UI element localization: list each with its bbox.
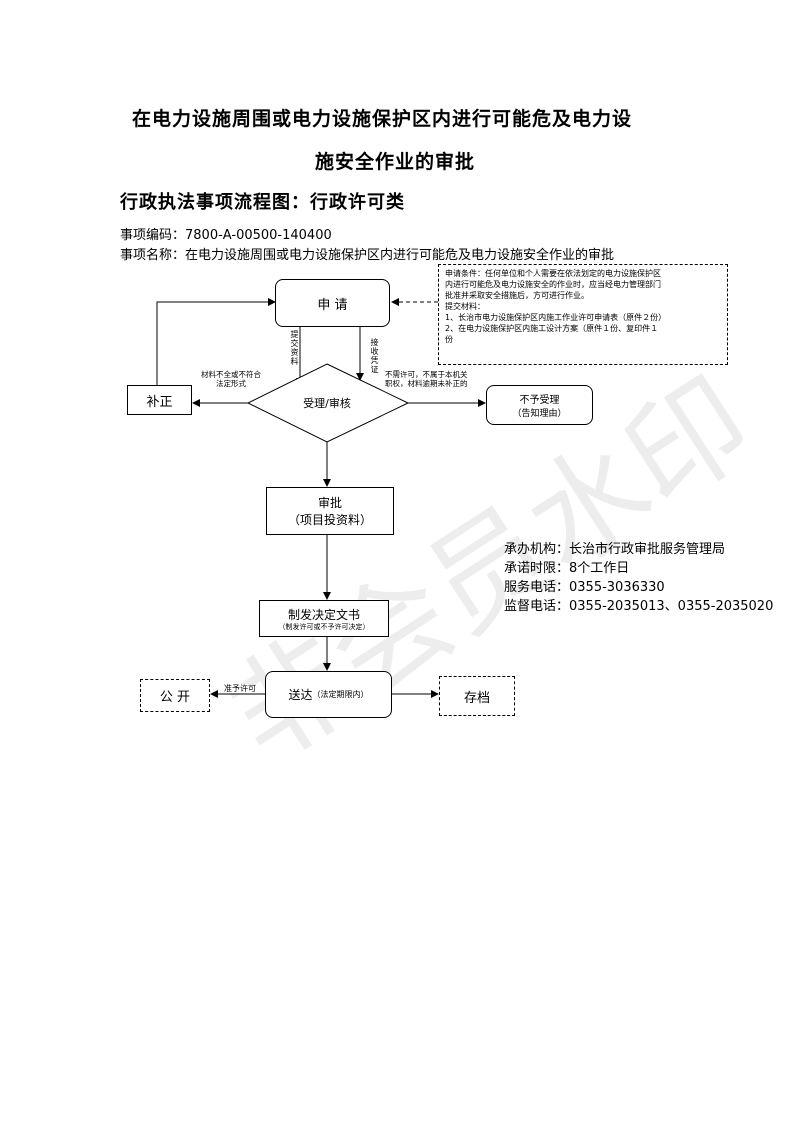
node-reject: 不予受理 （告知理由） xyxy=(486,385,593,425)
note-line: 提交材料： xyxy=(445,302,485,311)
label-accept: 接收凭证 xyxy=(370,338,379,374)
node-decision-label: 制发决定文书 xyxy=(287,607,360,622)
node-approve-label: 审批 xyxy=(317,496,342,510)
label-reject-reason-2: 职权，材料逾期未补正的 xyxy=(385,379,468,388)
label-incomplete: 材料不全或不符合 法定形式 xyxy=(201,370,261,388)
note-line: 1、长治市电力设施保护区内施工作业许可申请表（原件２份） xyxy=(445,313,667,322)
node-reject-sub: （告知理由） xyxy=(512,409,567,419)
note-line: 申请条件：任何单位和个人需要在依法划定的电力设施保护区 xyxy=(445,269,661,278)
label-reject-reason: 不需许可，不属于本机关 职权，材料逾期未补正的 xyxy=(385,370,468,388)
node-apply: 申 请 xyxy=(275,279,390,327)
node-deliver: 送达 （法定期限内） xyxy=(265,671,392,718)
node-deliver-label: 送达 xyxy=(288,688,313,702)
node-publish: 公 开 xyxy=(140,679,210,712)
node-publish-label: 公 开 xyxy=(159,690,191,705)
page-title-line2: 施安全作业的审批 xyxy=(315,151,476,173)
node-decision: 制发决定文书 （制发许可或不予许可决定） xyxy=(259,600,389,637)
info-supervise: 监督电话：0355-2035013、0355-2035020 xyxy=(504,599,774,614)
item-code: 事项编码：7800-A-00500-140400 xyxy=(120,228,332,243)
node-correct: 补正 xyxy=(127,385,192,415)
info-phone: 服务电话：0355-3036330 xyxy=(504,580,665,595)
node-archive-label: 存档 xyxy=(463,690,490,706)
node-reject-label: 不予受理 xyxy=(519,395,560,406)
item-name: 事项名称：在电力设施周围或电力设施保护区内进行可能危及电力设施安全作业的审批 xyxy=(120,248,615,263)
label-reject-reason-1: 不需许可，不属于本机关 xyxy=(385,370,468,379)
note-line: 内进行可能危及电力设施安全的作业时，应当经电力管理部门 xyxy=(445,280,661,289)
label-grant: 准予许可 xyxy=(224,684,256,693)
info-block: 承办机构：长治市行政审批服务管理局 承诺时限：8个工作日 服务电话：0355-3… xyxy=(504,540,773,616)
label-submit: 提交资料 xyxy=(290,330,299,366)
page-subtitle: 行政执法事项流程图：行政许可类 xyxy=(120,192,405,213)
note-line: 份 xyxy=(445,335,453,344)
label-incomplete-1: 材料不全或不符合 xyxy=(201,370,261,379)
node-correct-label: 补正 xyxy=(146,394,173,410)
node-decision-sub: （制发许可或不予许可决定） xyxy=(278,622,370,631)
node-archive: 存档 xyxy=(439,676,515,716)
info-time: 承诺时限：8个工作日 xyxy=(504,561,630,576)
node-review-label: 受理/审核 xyxy=(303,397,351,410)
label-incomplete-2: 法定形式 xyxy=(216,379,246,388)
node-apply-label: 申 请 xyxy=(317,297,348,313)
node-approve-sub: （项目投资料） xyxy=(287,513,372,527)
node-deliver-sub: （法定期限内） xyxy=(312,690,369,699)
info-org: 承办机构：长治市行政审批服务管理局 xyxy=(504,542,726,557)
requirements-note: 申请条件：任何单位和个人需要在依法划定的电力设施保护区 内进行可能危及电力设施安… xyxy=(438,264,728,365)
page-title-line1: 在电力设施周围或电力设施保护区内进行可能危及电力设 xyxy=(132,108,633,130)
note-line: 2、在电力设施保护区内施工设计方案（原件１份、复印件１ xyxy=(445,324,659,333)
node-approve: 审批 （项目投资料） xyxy=(266,487,394,535)
review-diamond xyxy=(246,363,410,443)
note-line: 批准并采取安全措施后，方可进行作业。 xyxy=(445,291,589,300)
